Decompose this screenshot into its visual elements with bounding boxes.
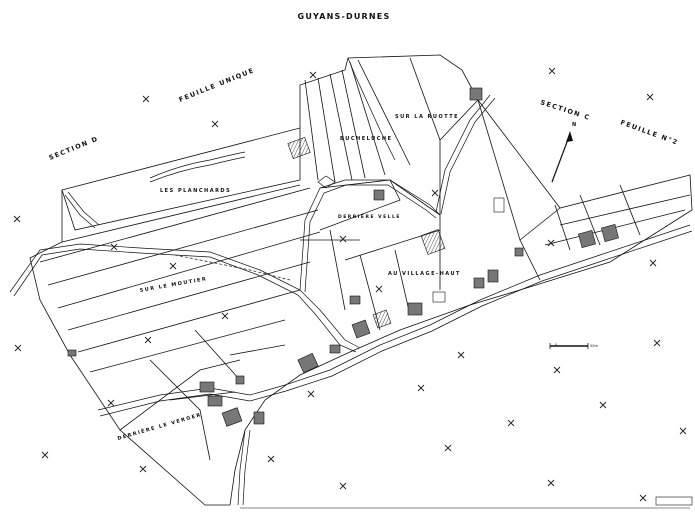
scale-bar: 0 50m [549, 343, 598, 349]
place-derriere-le-verger: DERRIÈRE LE VERGER [116, 410, 202, 442]
planchards-contour [149, 151, 246, 179]
place-les-planchards: LES PLANCHARDS [160, 188, 231, 194]
map-title: GUYANS-DURNES [298, 12, 391, 21]
north-arrow-label: N [572, 122, 576, 128]
label-section-c: SECTION C [539, 98, 591, 122]
planchards-contour [149, 156, 246, 183]
label-section-d: SECTION D [48, 135, 100, 162]
label-feuille-2: FEUILLE N°2 [619, 118, 679, 146]
brook-line [174, 254, 291, 281]
north-arrow-icon: N [551, 122, 576, 183]
corner-marker [655, 496, 693, 506]
scale-bar-start: 0 [555, 343, 557, 347]
place-sur-le-moutier: SUR LE MOUTIER [139, 276, 207, 294]
grid-crosses [13, 67, 687, 502]
place-sur-la-ruotte: SUR LA RUOTTE [395, 114, 459, 120]
place-derriere-velle: DERRIÈRE VELLE [338, 212, 401, 220]
place-au-village-haut: AU VILLAGE-HAUT [388, 271, 461, 277]
label-feuille-unique: FEUILLE UNIQUE [178, 66, 256, 104]
scale-bar-end: 50m [590, 344, 598, 348]
buildings [67, 87, 619, 427]
roads [9, 57, 693, 506]
place-bucheluche: BUCHELUCHE [340, 136, 392, 142]
